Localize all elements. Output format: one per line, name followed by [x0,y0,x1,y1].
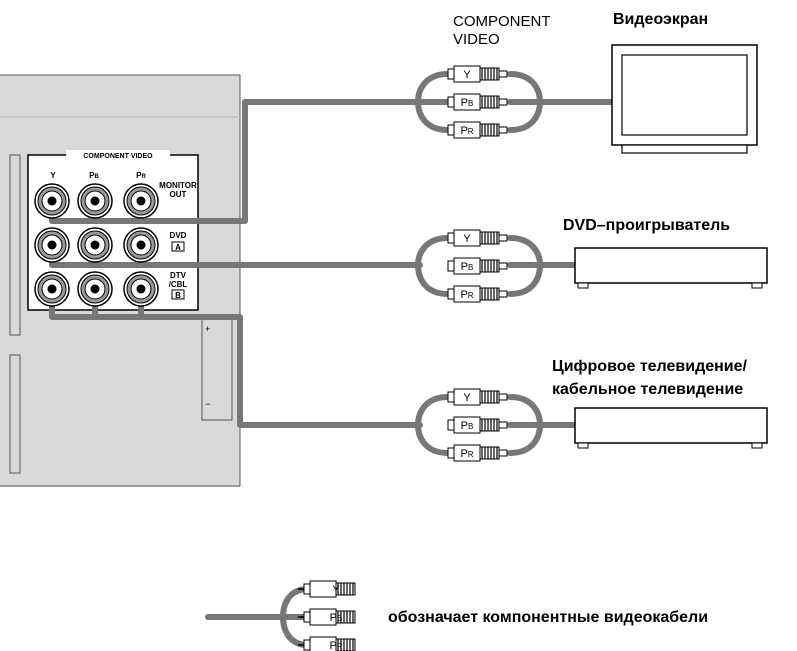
legend: Y PB PR [205,580,356,651]
jack-dtv-pr [123,271,159,307]
plug-label-pb-3: PB [461,420,474,432]
monitor-out-label-2: OUT [170,190,187,199]
jack-dvd-y [34,227,70,263]
plug-label-pr-2: PR [460,289,473,301]
dvd-player [574,247,768,289]
jack-monitor-pr [123,183,159,219]
dtv-label-line-2: кабельное телевидение [552,381,743,398]
minus-mark: − [205,399,210,409]
legend-plug-label-y: Y [332,584,340,596]
component-video-label-2: VIDEO [453,31,500,48]
jack-dtv-pb [77,271,113,307]
legend-text: обозначает компонентные видеокабели [388,609,708,626]
plug-labels: Y PB PR Y PB PR Y PB PR [460,69,473,460]
jack-dvd-pb [77,227,113,263]
plug-label-y-2: Y [463,233,471,245]
dvd-badge: A [175,243,181,252]
cable-dtv [49,294,423,428]
jack-monitor-y [34,183,70,219]
plug-label-pr-3: PR [460,448,473,460]
jack-dtv-y [34,271,70,307]
panel-jacks [34,183,159,307]
video-monitor [611,44,758,154]
jack-dvd-pr [123,227,159,263]
legend-plug-label-pb: PB [330,612,343,624]
dtv-badge: B [175,291,181,300]
cable-bundle-monitor [415,65,615,139]
dvd-label: DVD [170,231,187,240]
legend-plug-label-pr: PR [329,640,342,651]
col-label-y: Y [50,171,56,180]
plug-label-y-3: Y [463,392,471,404]
plug-label-pb-1: PB [461,97,474,109]
plug-label-y-1: Y [463,69,471,81]
component-video-label-1: COMPONENT [453,13,551,30]
dtv-label-line-1: Цифровое телевидение/ [552,358,748,375]
cable-bundle-dvd [415,229,578,303]
monitor-label: Видеоэкран [613,11,708,28]
col-label-pr: PR [136,171,146,180]
dtv-label-1: DTV [170,271,187,280]
dtv-label-2: /CBL [169,280,188,289]
plug-label-pb-2: PB [461,261,474,273]
plug-label-pr-1: PR [460,125,473,137]
monitor-out-label-1: MONITOR [159,181,197,190]
receiver-rear-panel: + − COMPONENT VIDEO Y PB PR MONITOR OUT … [0,74,241,487]
jack-monitor-pb [77,183,113,219]
plus-mark: + [205,324,210,334]
col-label-pb: PB [89,171,99,180]
cable-bundle-dtv [415,388,578,462]
dtv-box [574,407,768,449]
dvd-player-label: DVD–проигрыватель [563,217,730,234]
panel-title: COMPONENT VIDEO [83,153,153,160]
